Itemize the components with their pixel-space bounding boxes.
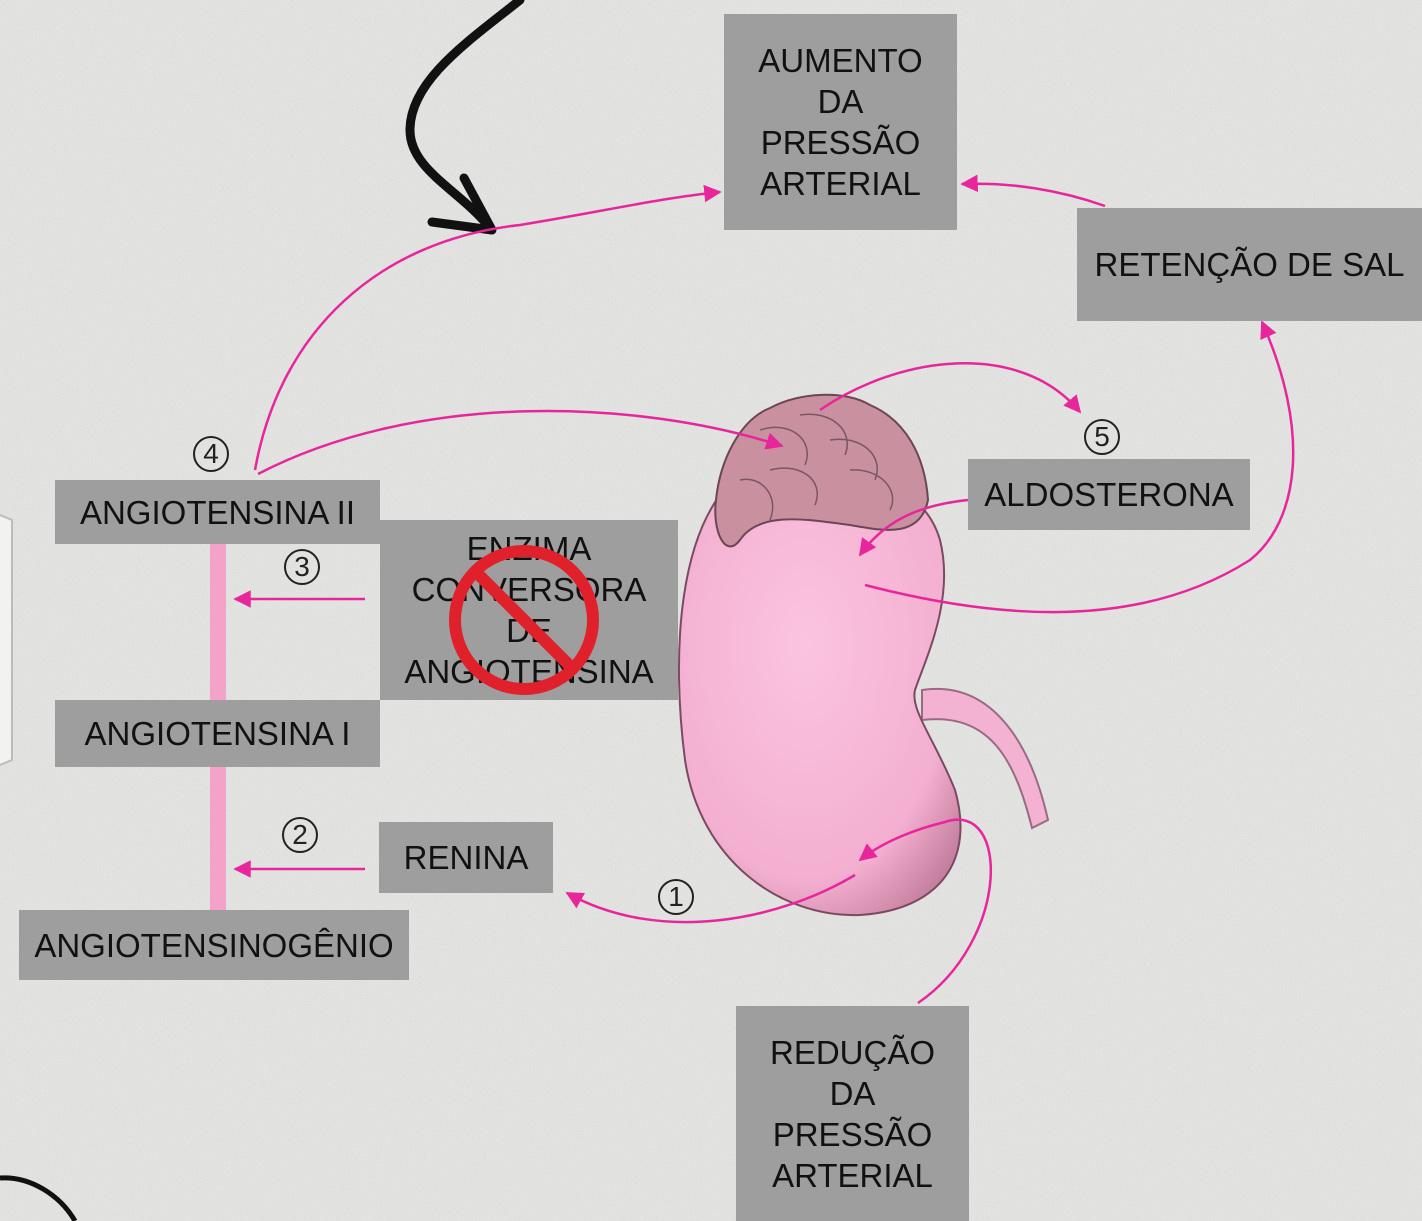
box-aldosterona: ALDOSTERONA (968, 459, 1250, 530)
box-reducao-pressao: REDUÇÃO DA PRESSÃO ARTERIAL (736, 1006, 969, 1221)
prohibition-icon (444, 540, 604, 700)
step-number-2: 2 (282, 817, 318, 853)
step-number-5: 5 (1084, 419, 1120, 455)
box-angiotensina-ii: ANGIOTENSINA II (55, 480, 380, 544)
hand-drawn-arrow (410, 0, 520, 230)
decorative-edge (0, 515, 12, 765)
box-renina: RENINA (379, 822, 553, 893)
step-number-3: 3 (284, 549, 320, 585)
decorative-curve (0, 1178, 75, 1221)
box-retencao-sal: RETENÇÃO DE SAL (1077, 208, 1422, 321)
box-aumento-pressao: AUMENTO DA PRESSÃO ARTERIAL (724, 14, 957, 230)
box-angiotensinogenio: ANGIOTENSINOGÊNIO (19, 910, 409, 980)
step-number-1: 1 (658, 879, 694, 915)
arrow-retention-to-pressure (962, 184, 1105, 206)
arrow-angiotensin-ii-to-adrenal (258, 411, 782, 474)
step-number-4: 4 (193, 436, 229, 472)
box-angiotensina-i: ANGIOTENSINA I (55, 700, 380, 767)
